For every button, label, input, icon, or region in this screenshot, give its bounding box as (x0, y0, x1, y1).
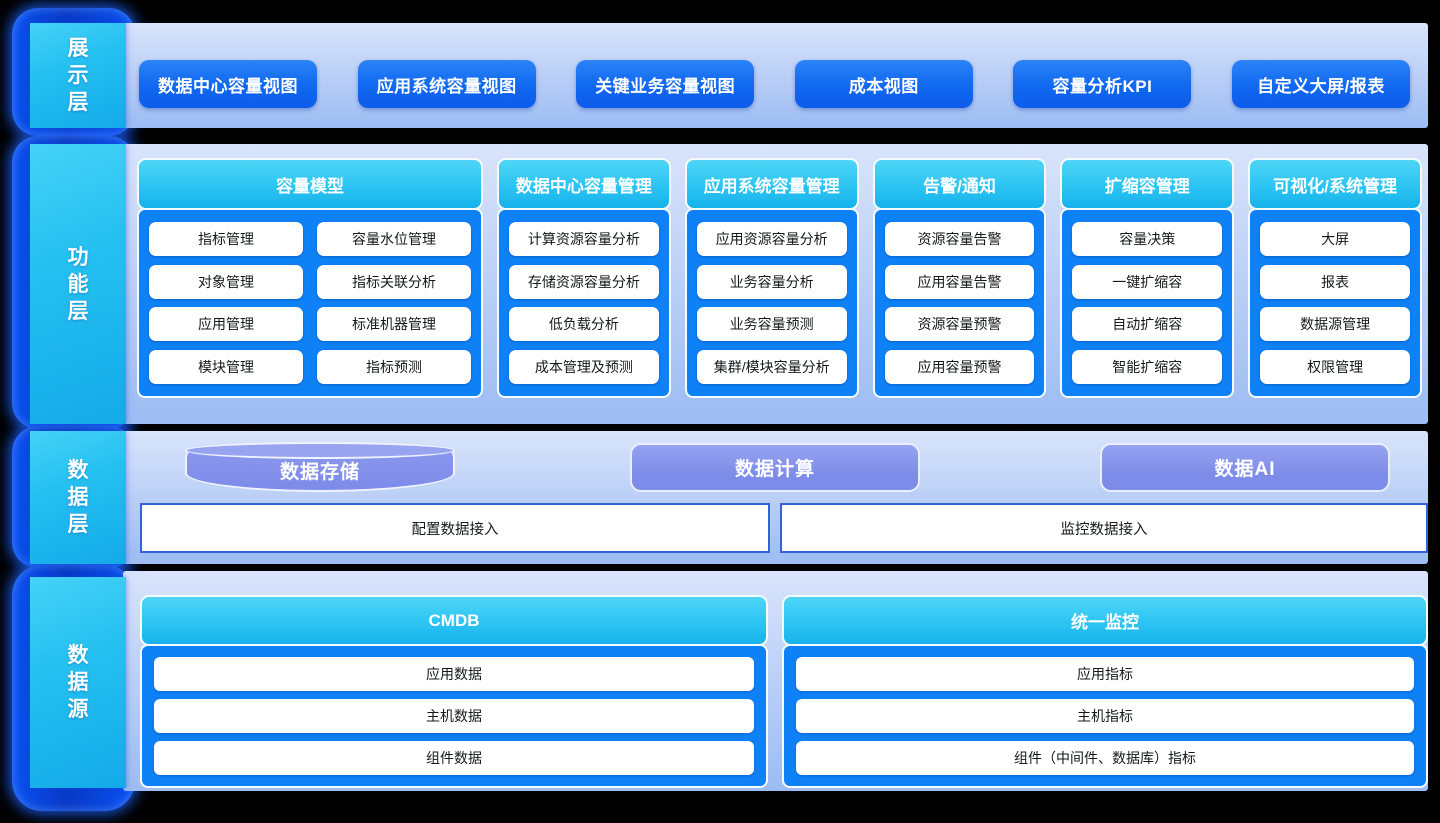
layer-label: 数据层 (67, 459, 89, 536)
column-body: 指标管理 容量水位管理 对象管理 指标关联分析 应用管理 标准机器管理 模块管理… (137, 208, 483, 398)
view-node-app-system-capacity: 应用系统容量视图 (357, 60, 536, 108)
source-group-header: 统一监控 (782, 595, 1428, 646)
source-group-unified-monitoring: 统一监控 应用指标 主机指标 组件（中间件、数据库）指标 (782, 595, 1428, 788)
view-node-capacity-kpi: 容量分析KPI (1013, 60, 1192, 108)
source-item: 主机数据 (154, 699, 754, 733)
function-item: 数据源管理 (1260, 307, 1410, 342)
presentation-layer-panel: 数据中心容量视图 应用系统容量视图 关键业务容量视图 成本视图 容量分析KPI … (123, 23, 1428, 128)
function-item: 标准机器管理 (317, 307, 471, 341)
column-header: 数据中心容量管理 (497, 158, 671, 210)
function-column-datacenter-capacity-mgmt: 数据中心容量管理 计算资源容量分析 存储资源容量分析 低负载分析 成本管理及预测 (497, 158, 671, 398)
source-item: 应用指标 (796, 657, 1414, 691)
column-body: 资源容量告警 应用容量告警 资源容量预警 应用容量预警 (872, 208, 1047, 398)
view-node-cost: 成本视图 (794, 60, 973, 108)
source-item: 组件数据 (154, 741, 754, 775)
function-item: 报表 (1260, 264, 1410, 299)
function-item: 模块管理 (149, 349, 303, 384)
function-item: 应用管理 (149, 307, 303, 341)
monitor-data-access-bar: 监控数据接入 (780, 503, 1428, 553)
function-item: 一键扩缩容 (1072, 264, 1223, 299)
data-source-panel: CMDB 应用数据 主机数据 组件数据 统一监控 应用指标 主机指标 组件（中间… (123, 571, 1428, 791)
function-column-capacity-model: 容量模型 指标管理 容量水位管理 对象管理 指标关联分析 应用管理 标准机器管理… (137, 158, 483, 398)
function-item: 应用容量告警 (884, 264, 1035, 299)
function-item: 成本管理及预测 (509, 349, 659, 384)
function-column-app-system-capacity-mgmt: 应用系统容量管理 应用资源容量分析 业务容量分析 业务容量预测 集群/模块容量分… (684, 158, 859, 398)
function-item: 对象管理 (149, 264, 303, 299)
column-body: 应用资源容量分析 业务容量分析 业务容量预测 集群/模块容量分析 (684, 208, 859, 398)
source-group-header: CMDB (140, 595, 768, 646)
layer-tab-data: 数据层 (30, 431, 126, 564)
layer-label: 功能层 (67, 245, 89, 323)
function-item: 资源容量预警 (884, 307, 1035, 342)
function-item: 指标管理 (149, 222, 303, 256)
function-item: 指标关联分析 (317, 264, 471, 299)
function-item: 容量水位管理 (317, 222, 471, 256)
column-body: 容量决策 一键扩缩容 自动扩缩容 智能扩缩容 (1060, 208, 1235, 398)
function-item: 集群/模块容量分析 (696, 349, 847, 384)
layer-tab-datasource: 数据源 (30, 577, 126, 788)
layer-label: 展示层 (67, 37, 89, 114)
column-header: 应用系统容量管理 (684, 158, 859, 210)
source-group-cmdb: CMDB 应用数据 主机数据 组件数据 (140, 595, 768, 788)
layer-tab-function: 功能层 (30, 144, 126, 424)
layer-tab-presentation: 展示层 (30, 23, 126, 128)
function-column-visualization-system-mgmt: 可视化/系统管理 大屏 报表 数据源管理 权限管理 (1248, 158, 1422, 398)
function-item: 应用资源容量分析 (696, 222, 847, 256)
column-header: 可视化/系统管理 (1248, 158, 1422, 210)
view-node-custom-dashboard-report: 自定义大屏/报表 (1231, 60, 1410, 108)
function-layer-panel: 容量模型 指标管理 容量水位管理 对象管理 指标关联分析 应用管理 标准机器管理… (123, 144, 1428, 424)
function-item: 计算资源容量分析 (509, 222, 659, 256)
column-header: 容量模型 (137, 158, 483, 210)
column-body: 计算资源容量分析 存储资源容量分析 低负载分析 成本管理及预测 (497, 208, 671, 398)
view-node-key-business-capacity: 关键业务容量视图 (576, 60, 755, 108)
database-cylinder-top (185, 442, 455, 459)
function-item: 应用容量预警 (884, 349, 1035, 384)
function-item: 指标预测 (317, 349, 471, 384)
data-ai-node: 数据AI (1100, 443, 1390, 492)
data-layer-panel: 数据存储 数据计算 数据AI 配置数据接入 监控数据接入 (123, 431, 1428, 564)
function-item: 权限管理 (1260, 349, 1410, 384)
function-item: 资源容量告警 (884, 222, 1035, 256)
function-item: 大屏 (1260, 222, 1410, 256)
source-group-body: 应用数据 主机数据 组件数据 (140, 644, 768, 788)
function-item: 业务容量预测 (696, 307, 847, 342)
function-column-scaling-mgmt: 扩缩容管理 容量决策 一键扩缩容 自动扩缩容 智能扩缩容 (1060, 158, 1235, 398)
column-body: 大屏 报表 数据源管理 权限管理 (1248, 208, 1422, 398)
source-item: 应用数据 (154, 657, 754, 691)
layer-label: 数据源 (67, 644, 89, 721)
function-column-alert-notify: 告警/通知 资源容量告警 应用容量告警 资源容量预警 应用容量预警 (872, 158, 1047, 398)
view-node-datacenter-capacity: 数据中心容量视图 (139, 60, 317, 108)
function-item: 智能扩缩容 (1072, 349, 1223, 384)
config-data-access-bar: 配置数据接入 (140, 503, 770, 553)
column-header: 扩缩容管理 (1060, 158, 1235, 210)
function-item: 低负载分析 (509, 307, 659, 342)
column-header: 告警/通知 (872, 158, 1047, 210)
function-item: 存储资源容量分析 (509, 264, 659, 299)
source-group-body: 应用指标 主机指标 组件（中间件、数据库）指标 (782, 644, 1428, 788)
function-item: 业务容量分析 (696, 264, 847, 299)
source-item: 主机指标 (796, 699, 1414, 733)
function-item: 自动扩缩容 (1072, 307, 1223, 342)
data-compute-node: 数据计算 (630, 443, 920, 492)
function-item: 容量决策 (1072, 222, 1223, 256)
source-item: 组件（中间件、数据库）指标 (796, 741, 1414, 775)
